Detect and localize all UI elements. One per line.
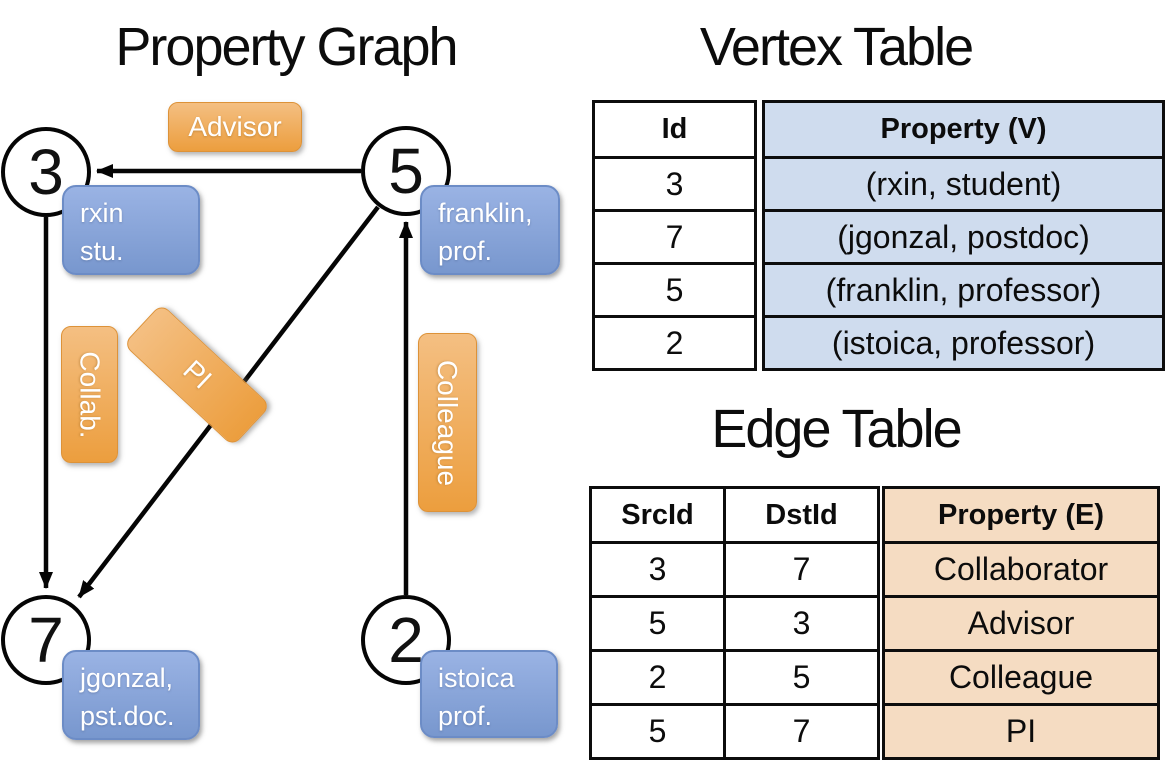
vbox-franklin-line1: franklin, [438, 198, 533, 228]
vertex-table-row1-property: (jgonzal, postdoc) [762, 209, 1165, 265]
edge-table-header-dstid: DstId [723, 486, 880, 544]
edge-label-colleague-text: Colleague [432, 359, 464, 486]
edge-label-collab-text: Collab. [74, 350, 106, 439]
edge-label-colleague: Colleague [418, 333, 477, 512]
vertex-property-box-franklin: franklin, prof. [420, 185, 560, 275]
node-3-id: 3 [28, 136, 64, 208]
edge-table-row2-property: Colleague [882, 649, 1160, 706]
graph-node-5: 5 [361, 126, 451, 216]
vbox-istoica-line1: istoica [438, 663, 515, 693]
edge-table-property-column: Property (E) Collaborator Advisor Collea… [882, 486, 1160, 760]
node-7-id: 7 [28, 604, 64, 676]
edge-label-collab: Collab. [61, 326, 118, 463]
edge-table-row3-src: 5 [589, 703, 726, 760]
vertex-table-header-id: Id [592, 100, 757, 159]
vbox-jgonzal-line1: jgonzal, [80, 663, 174, 693]
vertex-table-row2-id: 5 [592, 262, 757, 318]
vertex-table-row0-property: (rxin, student) [762, 156, 1165, 212]
edge-label-advisor-text: Advisor [188, 111, 282, 142]
vertex-table-row2-property: (franklin, professor) [762, 262, 1165, 318]
edge-label-pi-text: PI [177, 354, 218, 395]
vertex-table-title: Vertex Table [699, 17, 974, 77]
edge-table-header-srcid: SrcId [589, 486, 726, 544]
edge-table-row0-dst: 7 [723, 541, 880, 598]
edge-table-header-property: Property (E) [882, 486, 1160, 544]
edge-table-row2-src: 2 [589, 649, 726, 706]
vertex-table-property-column: Property (V) (rxin, student) (jgonzal, p… [762, 100, 1165, 371]
vertex-table-header-property: Property (V) [762, 100, 1165, 159]
vertex-property-box-rxin: rxin stu. [62, 185, 200, 275]
vertex-table-id-column: Id 3 7 5 2 [592, 100, 757, 371]
vbox-jgonzal-line2: pst.doc. [80, 700, 175, 731]
edge-table-row3-dst: 7 [723, 703, 880, 760]
vbox-rxin-line2: stu. [80, 235, 124, 266]
edge-label-advisor: Advisor [168, 102, 302, 152]
graph-node-2: 2 [361, 595, 451, 685]
edge-table-row3-property: PI [882, 703, 1160, 760]
vertex-table-row3-property: (istoica, professor) [762, 315, 1165, 371]
vertex-table-row1-id: 7 [592, 209, 757, 265]
edge-table-row1-property: Advisor [882, 595, 1160, 652]
vbox-franklin-line2: prof. [438, 235, 493, 266]
vertex-property-box-jgonzal: jgonzal, pst.doc. [62, 650, 200, 740]
vertex-table-row3-id: 2 [592, 315, 757, 371]
edge-table-title: Edge Table [711, 399, 962, 459]
node-5-id: 5 [388, 135, 424, 207]
edge-table-row0-property: Collaborator [882, 541, 1160, 598]
vertex-property-box-istoica: istoica prof. [420, 650, 558, 738]
vertex-table-row0-id: 3 [592, 156, 757, 212]
vbox-rxin-line1: rxin [80, 198, 124, 228]
edge-table-row1-dst: 3 [723, 595, 880, 652]
vbox-istoica-line2: prof. [438, 700, 493, 731]
edge-table-id-columns: SrcId DstId 3 7 5 3 2 5 5 7 [589, 486, 880, 760]
edge-table-row0-src: 3 [589, 541, 726, 598]
edge-table-row2-dst: 5 [723, 649, 880, 706]
edge-table-row1-src: 5 [589, 595, 726, 652]
property-graph-title: Property Graph [115, 17, 458, 77]
node-2-id: 2 [388, 604, 424, 676]
